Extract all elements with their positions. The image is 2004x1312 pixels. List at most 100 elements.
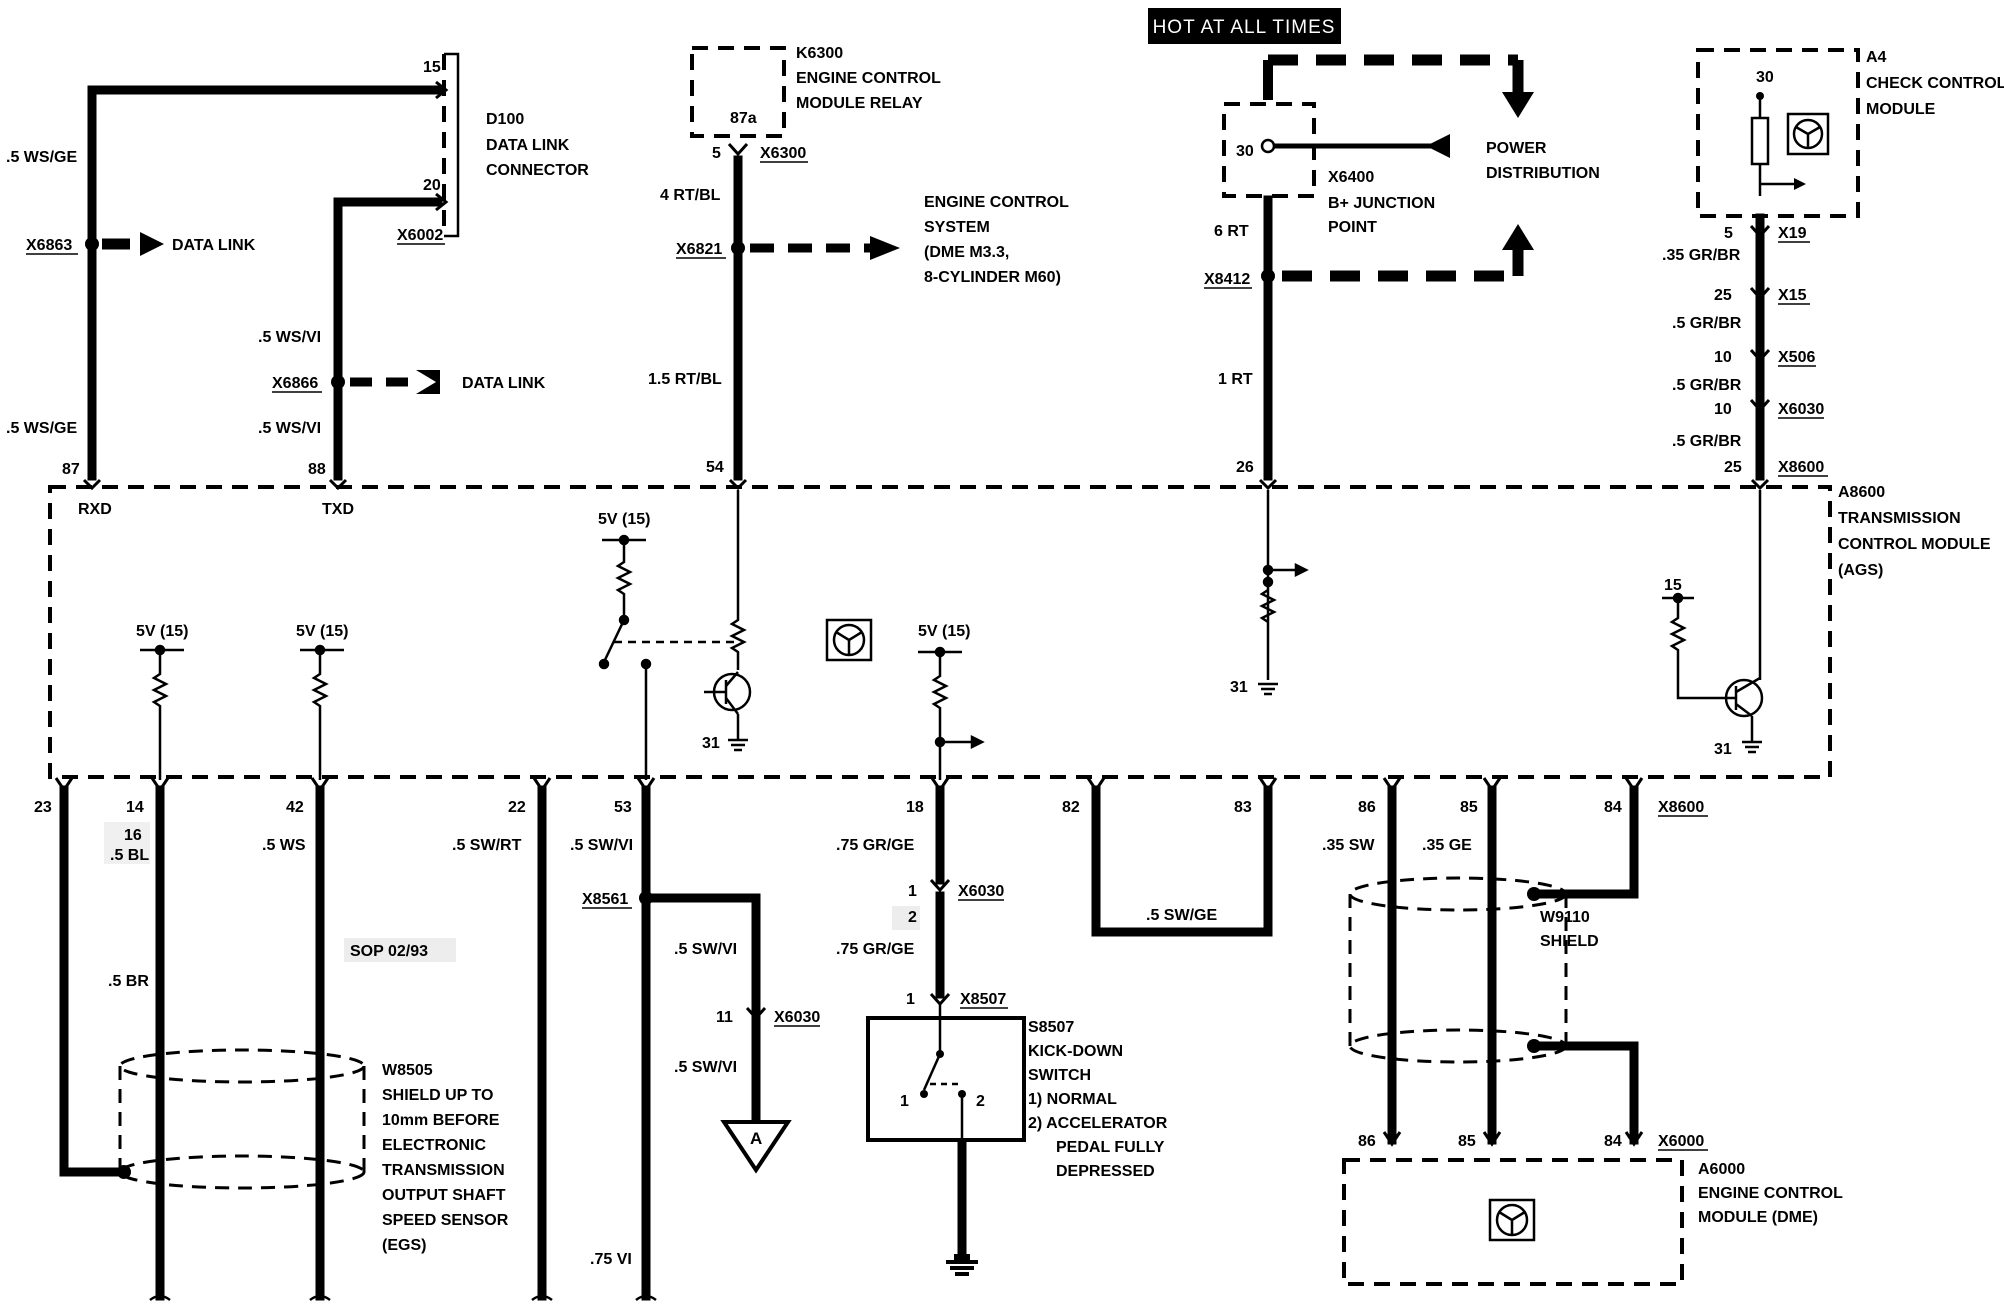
svg-text:.5 SW/VI: .5 SW/VI: [674, 941, 737, 958]
svg-text:ENGINE CONTROL: ENGINE CONTROL: [796, 70, 941, 87]
svg-text:(EGS): (EGS): [382, 1237, 426, 1254]
svg-text:X8412: X8412: [1204, 271, 1250, 288]
svg-text:5: 5: [1724, 225, 1733, 242]
svg-text:31: 31: [702, 735, 720, 752]
svg-text:SWITCH: SWITCH: [1028, 1067, 1091, 1084]
svg-text:X6002: X6002: [397, 227, 443, 244]
svg-text:D100: D100: [486, 111, 524, 128]
svg-text:X8507: X8507: [960, 991, 1006, 1008]
svg-text:.75 GR/GE: .75 GR/GE: [836, 941, 915, 958]
svg-text:1.5 RT/BL: 1.5 RT/BL: [648, 371, 722, 388]
svg-text:MODULE: MODULE: [1866, 101, 1936, 118]
svg-text:.75 VI: .75 VI: [590, 1251, 632, 1268]
w9110-shield: W9110 SHIELD: [1348, 876, 1599, 1064]
wire-18-gr-ge: 18 .75 GR/GE 1 X6030 2 .75 GR/GE 1 X8507: [836, 785, 1008, 1009]
d100-data-link-connector: D100 DATA LINK CONNECTOR 15 20 X6002: [397, 52, 589, 245]
svg-text:25: 25: [1714, 287, 1732, 304]
svg-text:1: 1: [906, 991, 915, 1008]
svg-text:.5 BL: .5 BL: [110, 847, 149, 864]
svg-text:A: A: [750, 1129, 762, 1148]
svg-text:SPEED SENSOR: SPEED SENSOR: [382, 1212, 509, 1229]
svg-text:6 RT: 6 RT: [1214, 223, 1249, 240]
svg-text:5V (15): 5V (15): [598, 511, 650, 528]
svg-text:A6000: A6000: [1698, 1161, 1745, 1178]
svg-text:X8600: X8600: [1658, 799, 1704, 816]
svg-text:MODULE RELAY: MODULE RELAY: [796, 95, 923, 112]
k6300-engine-control-module-relay: K6300 ENGINE CONTROL MODULE RELAY 87a: [690, 45, 941, 138]
svg-text:X6000: X6000: [1658, 1133, 1704, 1150]
svg-text:.5 BR: .5 BR: [108, 973, 149, 990]
svg-text:X6821: X6821: [676, 241, 722, 258]
svg-text:5: 5: [712, 145, 721, 162]
svg-text:.5 WS: .5 WS: [262, 837, 306, 854]
svg-text:ELECTRONIC: ELECTRONIC: [382, 1137, 486, 1154]
svg-text:.75 GR/GE: .75 GR/GE: [836, 837, 915, 854]
svg-text:SOP 02/93: SOP 02/93: [350, 943, 428, 960]
svg-text:RXD: RXD: [78, 501, 112, 518]
svg-text:X506: X506: [1778, 349, 1815, 366]
svg-text:ENGINE CONTROL: ENGINE CONTROL: [924, 194, 1069, 211]
wire-42-ws: 42 .5 WS: [262, 785, 325, 1301]
wire-88-ws-vi: .5 WS/VI .5 WS/VI X6866 DATA LINK 88 TXD: [258, 192, 546, 518]
svg-text:.5 GR/BR: .5 GR/BR: [1672, 433, 1742, 450]
svg-text:10: 10: [1714, 401, 1732, 418]
svg-text:DISTRIBUTION: DISTRIBUTION: [1486, 165, 1600, 182]
svg-text:25: 25: [1724, 459, 1742, 476]
svg-text:CONNECTOR: CONNECTOR: [486, 162, 589, 179]
svg-text:8-CYLINDER M60): 8-CYLINDER M60): [924, 269, 1061, 286]
svg-text:.5 GR/BR: .5 GR/BR: [1672, 315, 1742, 332]
svg-text:CONTROL MODULE: CONTROL MODULE: [1838, 536, 1991, 553]
svg-text:16: 16: [124, 827, 142, 844]
svg-text:.35 GR/BR: .35 GR/BR: [1662, 247, 1741, 264]
svg-text:DATA LINK: DATA LINK: [462, 375, 546, 392]
svg-text:S8507: S8507: [1028, 1019, 1074, 1036]
svg-text:.5 WS/GE: .5 WS/GE: [6, 420, 77, 437]
a8600-internal-circuit: 5V (15) 5V (15) 5V (15) 31 5V (15): [136, 490, 1764, 780]
wire-53-sw-vi: 53 .5 SW/VI X8561 .5 SW/VI 11 X6030 .5 S…: [570, 785, 820, 1301]
svg-text:KICK-DOWN: KICK-DOWN: [1028, 1043, 1123, 1060]
svg-text:5V (15): 5V (15): [918, 623, 970, 640]
svg-text:.5 SW/VI: .5 SW/VI: [674, 1059, 737, 1076]
svg-text:42: 42: [286, 799, 304, 816]
svg-text:X8600: X8600: [1778, 459, 1824, 476]
svg-text:15: 15: [1664, 577, 1682, 594]
svg-text:.5 SW/RT: .5 SW/RT: [452, 837, 522, 854]
svg-text:1 RT: 1 RT: [1218, 371, 1253, 388]
hot-feed-lines: [1263, 54, 1534, 282]
banner-text: HOT AT ALL TIMES: [1153, 17, 1336, 38]
svg-text:86: 86: [1358, 1133, 1376, 1150]
svg-text:86: 86: [1358, 799, 1376, 816]
wire-54-rt-bl: 5 X6300 4 RT/BL X6821 ENGINE CONTROL SYS…: [648, 142, 1069, 481]
svg-text:X6030: X6030: [774, 1009, 820, 1026]
sop-note: SOP 02/93: [344, 938, 456, 962]
wire-break-marks: [149, 1294, 657, 1302]
wire-23-br: 23 .5 BR: [34, 785, 149, 1177]
svg-text:54: 54: [706, 459, 724, 476]
svg-text:.5 SW/VI: .5 SW/VI: [570, 837, 633, 854]
svg-text:.35 SW: .35 SW: [1322, 837, 1375, 854]
svg-text:B+ JUNCTION: B+ JUNCTION: [1328, 195, 1435, 212]
svg-text:K6300: K6300: [796, 45, 843, 62]
svg-text:83: 83: [1234, 799, 1252, 816]
svg-text:.5 SW/GE: .5 SW/GE: [1146, 907, 1217, 924]
svg-text:84: 84: [1604, 799, 1622, 816]
wire-22-sw-rt: 22 .5 SW/RT: [452, 785, 547, 1301]
svg-text:.5 WS/VI: .5 WS/VI: [258, 420, 321, 437]
svg-text:A8600: A8600: [1838, 484, 1885, 501]
svg-text:SHIELD: SHIELD: [1540, 933, 1599, 950]
svg-text:10: 10: [1714, 349, 1732, 366]
top-pin-terminals: [82, 478, 1770, 491]
wire-26-rt: 6 RT X8412 1 RT 26: [1204, 195, 1275, 481]
svg-text:ENGINE CONTROL: ENGINE CONTROL: [1698, 1185, 1843, 1202]
svg-text:.35 GE: .35 GE: [1422, 837, 1472, 854]
a8600-module-box: [48, 485, 1832, 779]
svg-text:11: 11: [716, 1009, 733, 1026]
svg-text:X6300: X6300: [760, 145, 806, 162]
svg-text:X6863: X6863: [26, 237, 72, 254]
svg-text:DATA LINK: DATA LINK: [486, 137, 570, 154]
wire-25-gr-br: 5 X19 .35 GR/BR 25 X15 .5 GR/BR 10 X506 …: [1662, 213, 1828, 481]
svg-text:TXD: TXD: [322, 501, 354, 518]
svg-text:84: 84: [1604, 1133, 1622, 1150]
svg-text:15: 15: [423, 59, 441, 76]
